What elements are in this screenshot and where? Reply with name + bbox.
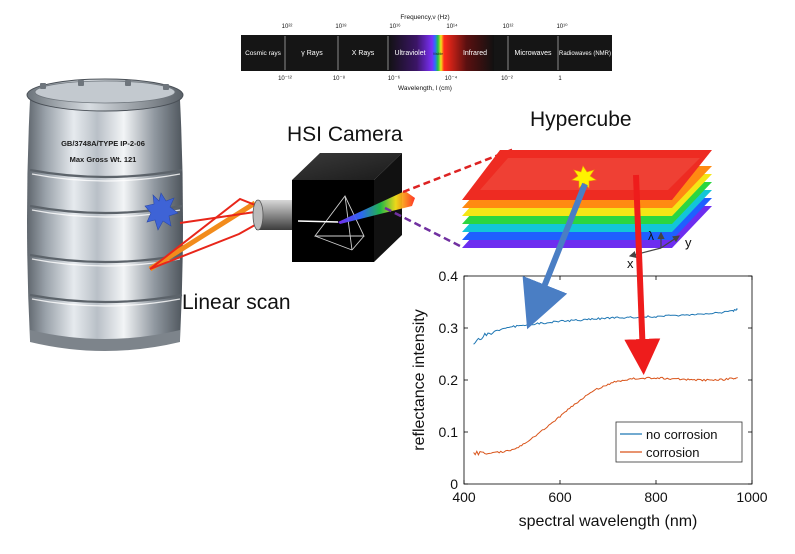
band-label: Infrared	[463, 50, 487, 57]
wave-tick: 10⁻⁶	[388, 75, 401, 82]
hsi-camera	[252, 153, 415, 262]
legend-label-no-corrosion: no corrosion	[646, 427, 718, 442]
cube-axes	[628, 231, 680, 258]
reflectance-chart: 400 600 800 1000 0 0.1 0.2 0.3 0.4 spectral wave…	[411, 268, 768, 530]
wave-tick: 10⁻⁴	[445, 75, 458, 82]
scan-beam-red-lower	[149, 224, 256, 270]
frequency-title: Frequency,ν (Hz)	[400, 14, 449, 21]
tick-labels: 400 600 800 1000 0 0.1 0.2 0.3 0.4	[439, 268, 768, 505]
visible-band	[432, 35, 444, 71]
y-tick-label: 0.4	[439, 268, 459, 284]
blue-pointer-arrow	[522, 182, 588, 330]
legend-label-corrosion: corrosion	[646, 445, 699, 460]
band-label: X Rays	[352, 50, 375, 57]
red-pointer-arrow	[624, 174, 661, 375]
x-tick-label: 400	[452, 489, 476, 505]
freq-tick: 10¹⁸	[335, 23, 347, 30]
series-line-corrosion	[473, 376, 738, 456]
band-separators	[284, 36, 559, 70]
freq-tick: 10¹⁰	[556, 23, 568, 30]
em-spectrum: Frequency,ν (Hz) 10²² 10¹⁸ 10¹⁶ 10¹⁴ 10¹…	[241, 14, 612, 92]
drum-lid-rim	[34, 80, 176, 104]
x-tick-label: 1000	[736, 489, 767, 505]
hypercube-label: Hypercube	[530, 108, 632, 131]
y-axis-title: reflectance intensity	[411, 309, 428, 450]
axis-lambda-label: λ	[648, 229, 654, 243]
axis-y-label: y	[685, 235, 692, 250]
series-line-no-corrosion	[473, 308, 738, 345]
corrosion-spot	[144, 192, 179, 231]
drum-label-line2: Max Gross Wt. 121	[70, 155, 137, 164]
wavelength-ticks: 10⁻¹² 10⁻⁸ 10⁻⁶ 10⁻⁴ 10⁻² 1	[278, 75, 562, 82]
wave-tick: 10⁻¹²	[278, 76, 292, 82]
dispersed-spectrum-beam	[338, 191, 415, 224]
band-label: Microwaves	[515, 50, 552, 57]
uv-band	[388, 35, 432, 71]
freq-tick: 10¹⁶	[389, 23, 401, 30]
band-label: Radiowaves (NMR)	[559, 51, 611, 57]
freq-tick: 10¹²	[503, 24, 514, 30]
scan-beam-red-upper	[149, 197, 256, 270]
y-tick-label: 0	[450, 476, 458, 492]
scan-beams	[148, 197, 257, 272]
lid-bolts	[40, 80, 169, 90]
linear-scan-label: Linear scan	[182, 291, 291, 314]
link-purple-dashed	[384, 206, 463, 249]
y-tick-label: 0.1	[439, 424, 459, 440]
drum-label-line1: GB/3748A/TYPE IP-2-06	[61, 139, 145, 148]
hsi-camera-label: HSI Camera	[287, 123, 403, 146]
band-label-visible: Visible	[433, 52, 443, 56]
freq-tick: 10¹⁴	[446, 23, 458, 30]
x-tick-label: 600	[548, 489, 572, 505]
band-labels: Cosmic rays γ Rays X Rays Ultraviolet Vi…	[245, 50, 611, 57]
camera-top-face	[292, 153, 402, 180]
x-tick-label: 800	[644, 489, 668, 505]
y-tick-label: 0.3	[439, 320, 459, 336]
wave-tick: 1	[558, 76, 562, 82]
hotspot-marker	[571, 165, 597, 189]
legend-box	[615, 421, 743, 463]
band-label: Cosmic rays	[245, 50, 282, 57]
infrared-band	[444, 35, 494, 71]
wave-tick: 10⁻⁸	[333, 75, 346, 82]
drum-body	[27, 100, 183, 340]
axis-x-label: x	[627, 256, 634, 271]
legend: no corrosion corrosion	[615, 421, 743, 463]
y-tick-label: 0.2	[439, 372, 459, 388]
frequency-ticks: 10²² 10¹⁸ 10¹⁶ 10¹⁴ 10¹² 10¹⁰	[282, 23, 568, 30]
band-label: γ Rays	[301, 50, 323, 57]
x-axis-title: spectral wavelength (nm)	[519, 513, 698, 530]
wave-tick: 10⁻²	[501, 76, 513, 82]
freq-tick: 10²²	[282, 24, 293, 30]
hypercube: λ y x	[462, 150, 712, 271]
drum-base	[30, 330, 180, 351]
series-lines	[473, 308, 738, 456]
camera-lens-front	[252, 199, 264, 231]
scan-beam-red-mid	[179, 211, 256, 224]
steel-drum: GB/3748A/TYPE IP-2-06 Max Gross Wt. 121	[26, 78, 184, 351]
wavelength-title: Wavelength, l (cm)	[398, 85, 452, 92]
band-label: Ultraviolet	[394, 50, 425, 57]
